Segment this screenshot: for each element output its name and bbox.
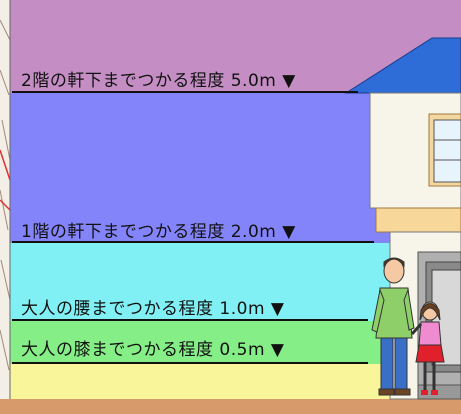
child-figure	[410, 301, 445, 395]
adult-figure	[371, 257, 415, 396]
ground-strip	[0, 399, 461, 414]
level-label-2m: 1階の軒下までつかる程度 2.0m ▼	[21, 222, 296, 242]
level-line-0-5m	[12, 362, 368, 364]
map-fragment	[0, 0, 11, 399]
level-line-1m	[12, 319, 368, 321]
level-label-5m: 2階の軒下までつかる程度 5.0m ▼	[21, 71, 296, 91]
level-line-2m	[12, 241, 374, 243]
level-label-0-5m: 大人の膝までつかる程度 0.5m ▼	[21, 340, 285, 360]
level-label-1m: 大人の腰までつかる程度 1.0m ▼	[21, 299, 285, 319]
level-line-5m	[12, 91, 358, 93]
